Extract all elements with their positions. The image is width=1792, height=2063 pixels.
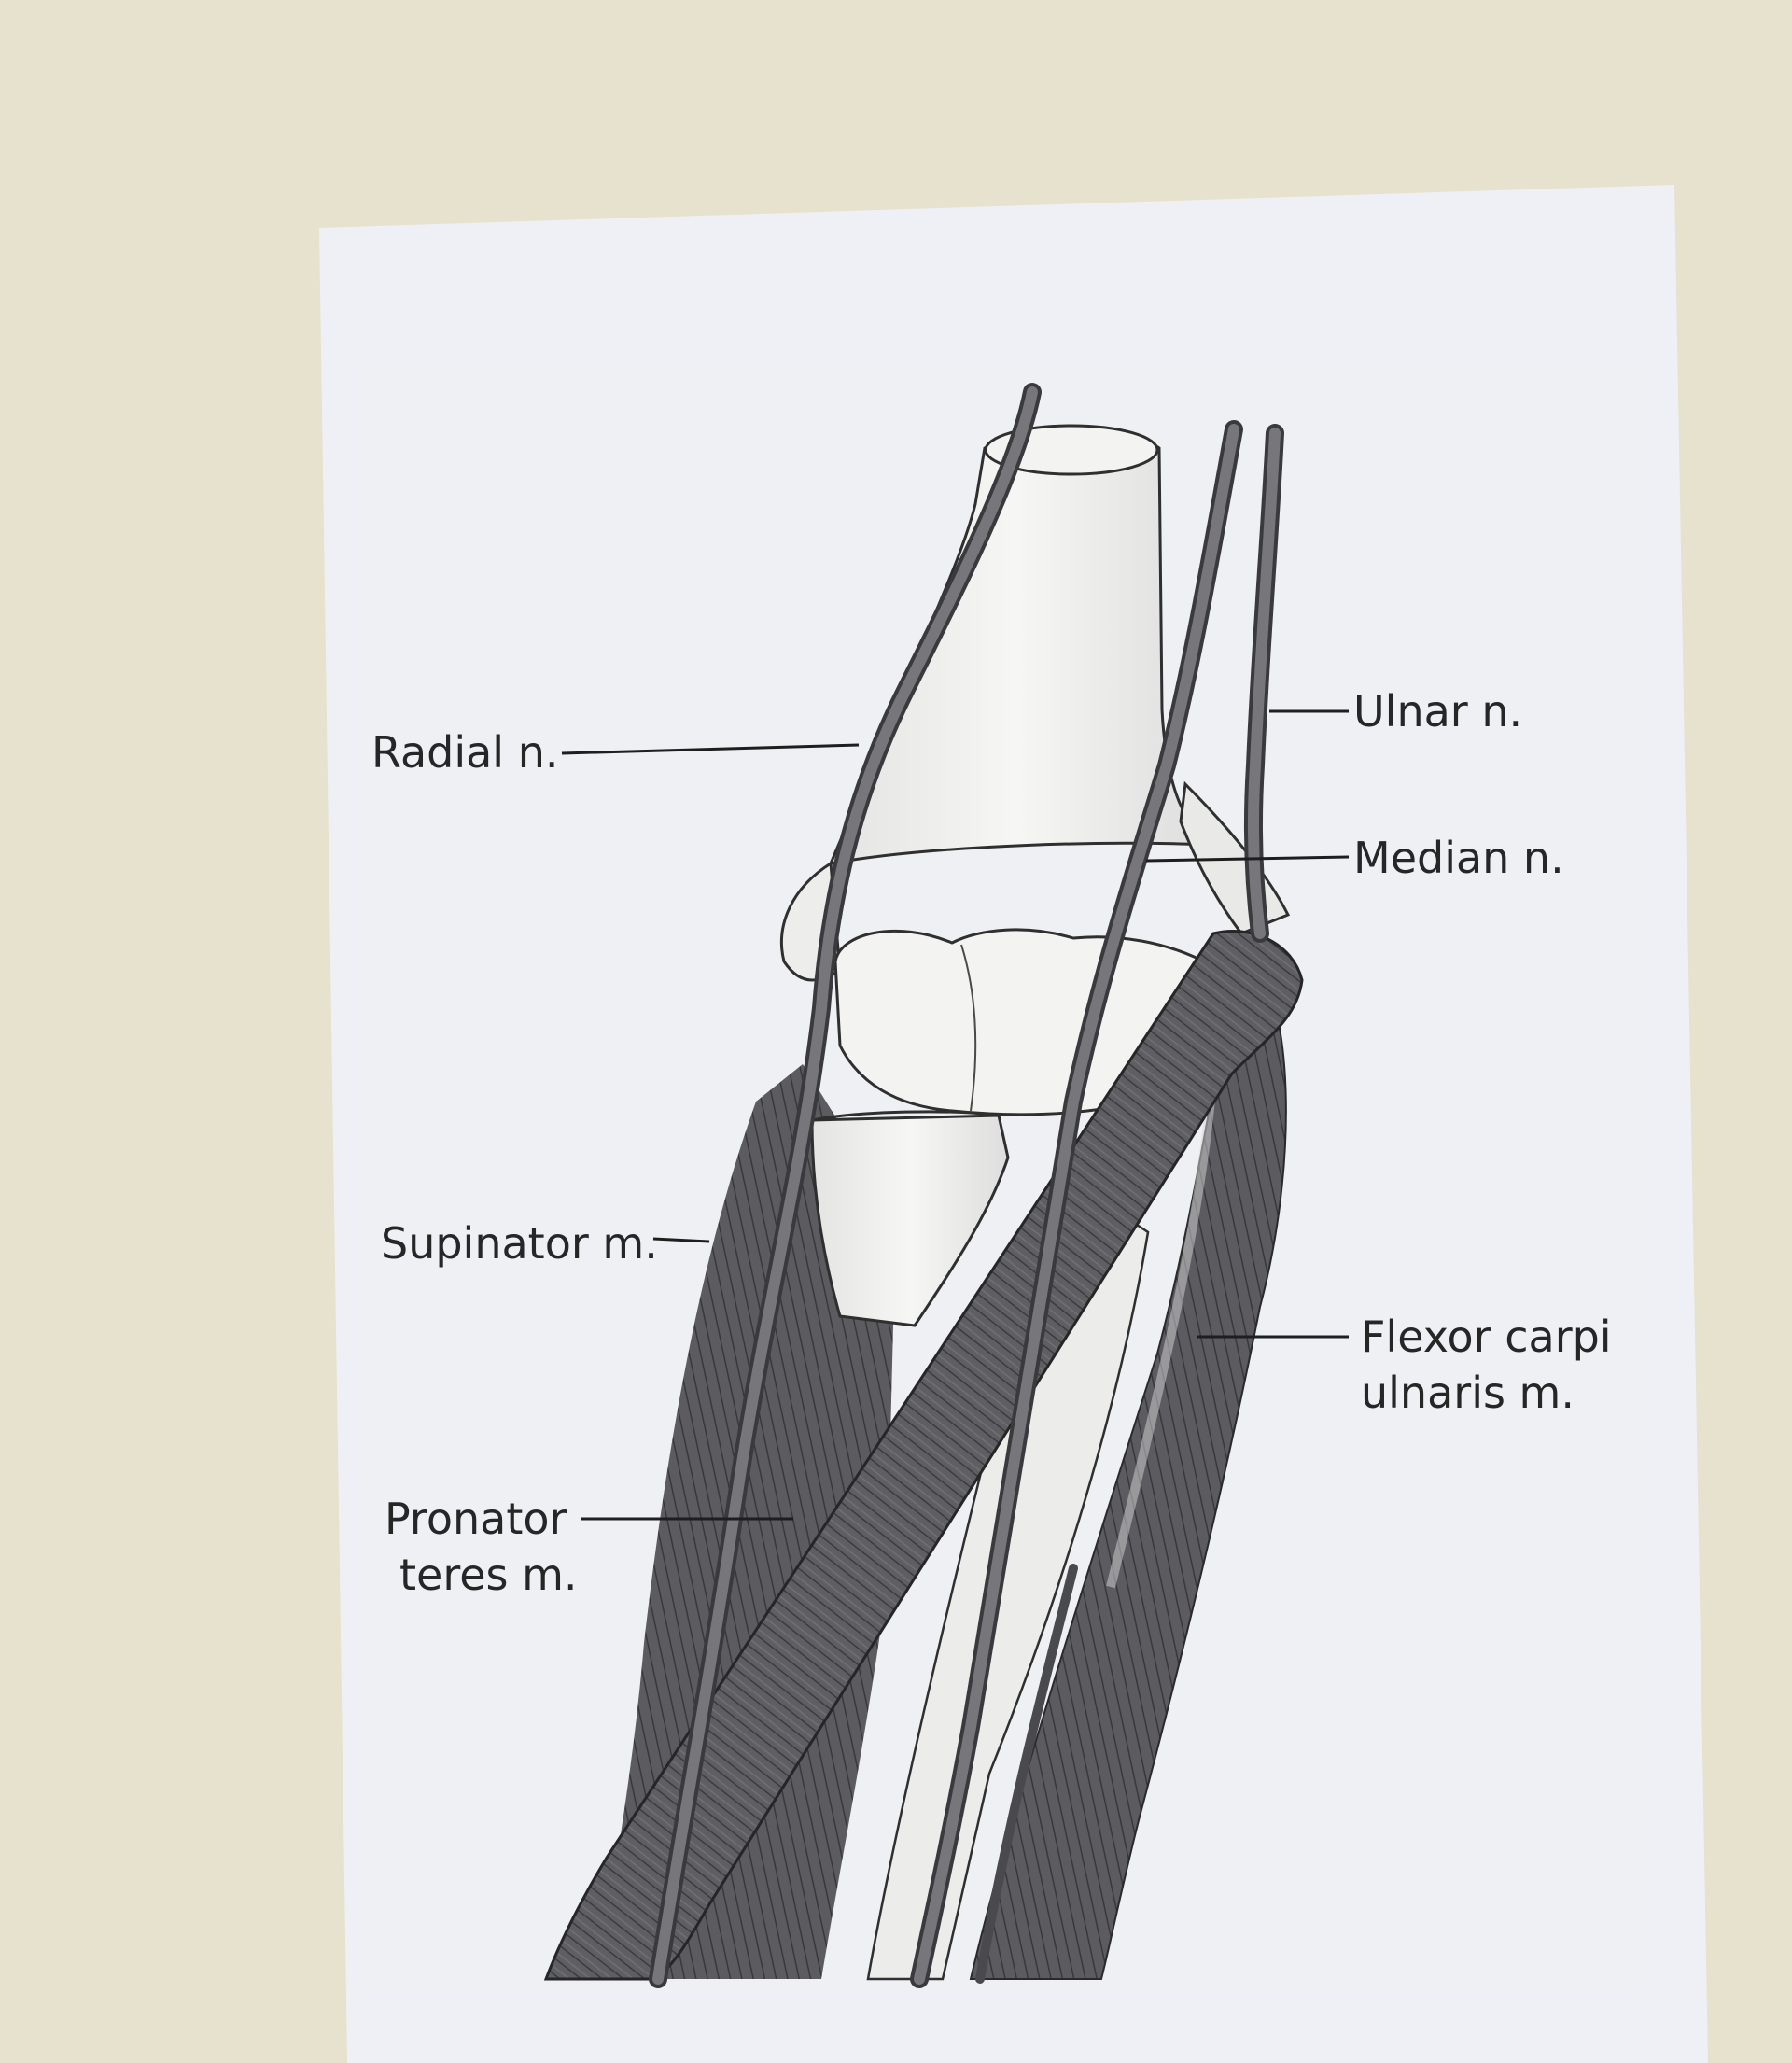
flexor-carpi-label-line1: Flexor carpi bbox=[1361, 1312, 1612, 1362]
radial-head-rim bbox=[811, 1110, 1000, 1122]
supinator-leader-line bbox=[652, 1237, 710, 1243]
median-leader-line bbox=[1145, 855, 1350, 863]
median-nerve-label: Median n. bbox=[1353, 833, 1564, 883]
supinator-muscle bbox=[597, 1064, 896, 1979]
pronator-teres-muscle bbox=[543, 929, 1304, 1981]
nerves bbox=[649, 383, 1284, 1988]
radial-nerve-label: Radial n. bbox=[371, 727, 559, 778]
flexor-carpi-ulnaris-muscle bbox=[969, 941, 1287, 1980]
flexor-carpi-label-line2: ulnaris m. bbox=[1361, 1368, 1575, 1418]
ulna-bone bbox=[866, 1212, 1150, 1981]
radial-leader-line bbox=[561, 743, 860, 755]
pronator-teres-label-line1: Pronator bbox=[385, 1494, 567, 1544]
radius-bone bbox=[810, 1114, 1010, 1327]
ulnar-nerve-label: Ulnar n. bbox=[1353, 686, 1522, 737]
trochlear-groove bbox=[960, 944, 977, 1112]
pronator-teres-label-line2: teres m. bbox=[399, 1550, 578, 1600]
median-nerve-core bbox=[914, 424, 1239, 1985]
supinator-muscle-label: Supinator m. bbox=[381, 1218, 658, 1269]
radial-nerve-core bbox=[652, 386, 1038, 1985]
fcu-tendon-highlight bbox=[1106, 1063, 1218, 1589]
ulnar-nerve-core bbox=[1247, 428, 1281, 939]
deep-branch bbox=[975, 1564, 1078, 1984]
